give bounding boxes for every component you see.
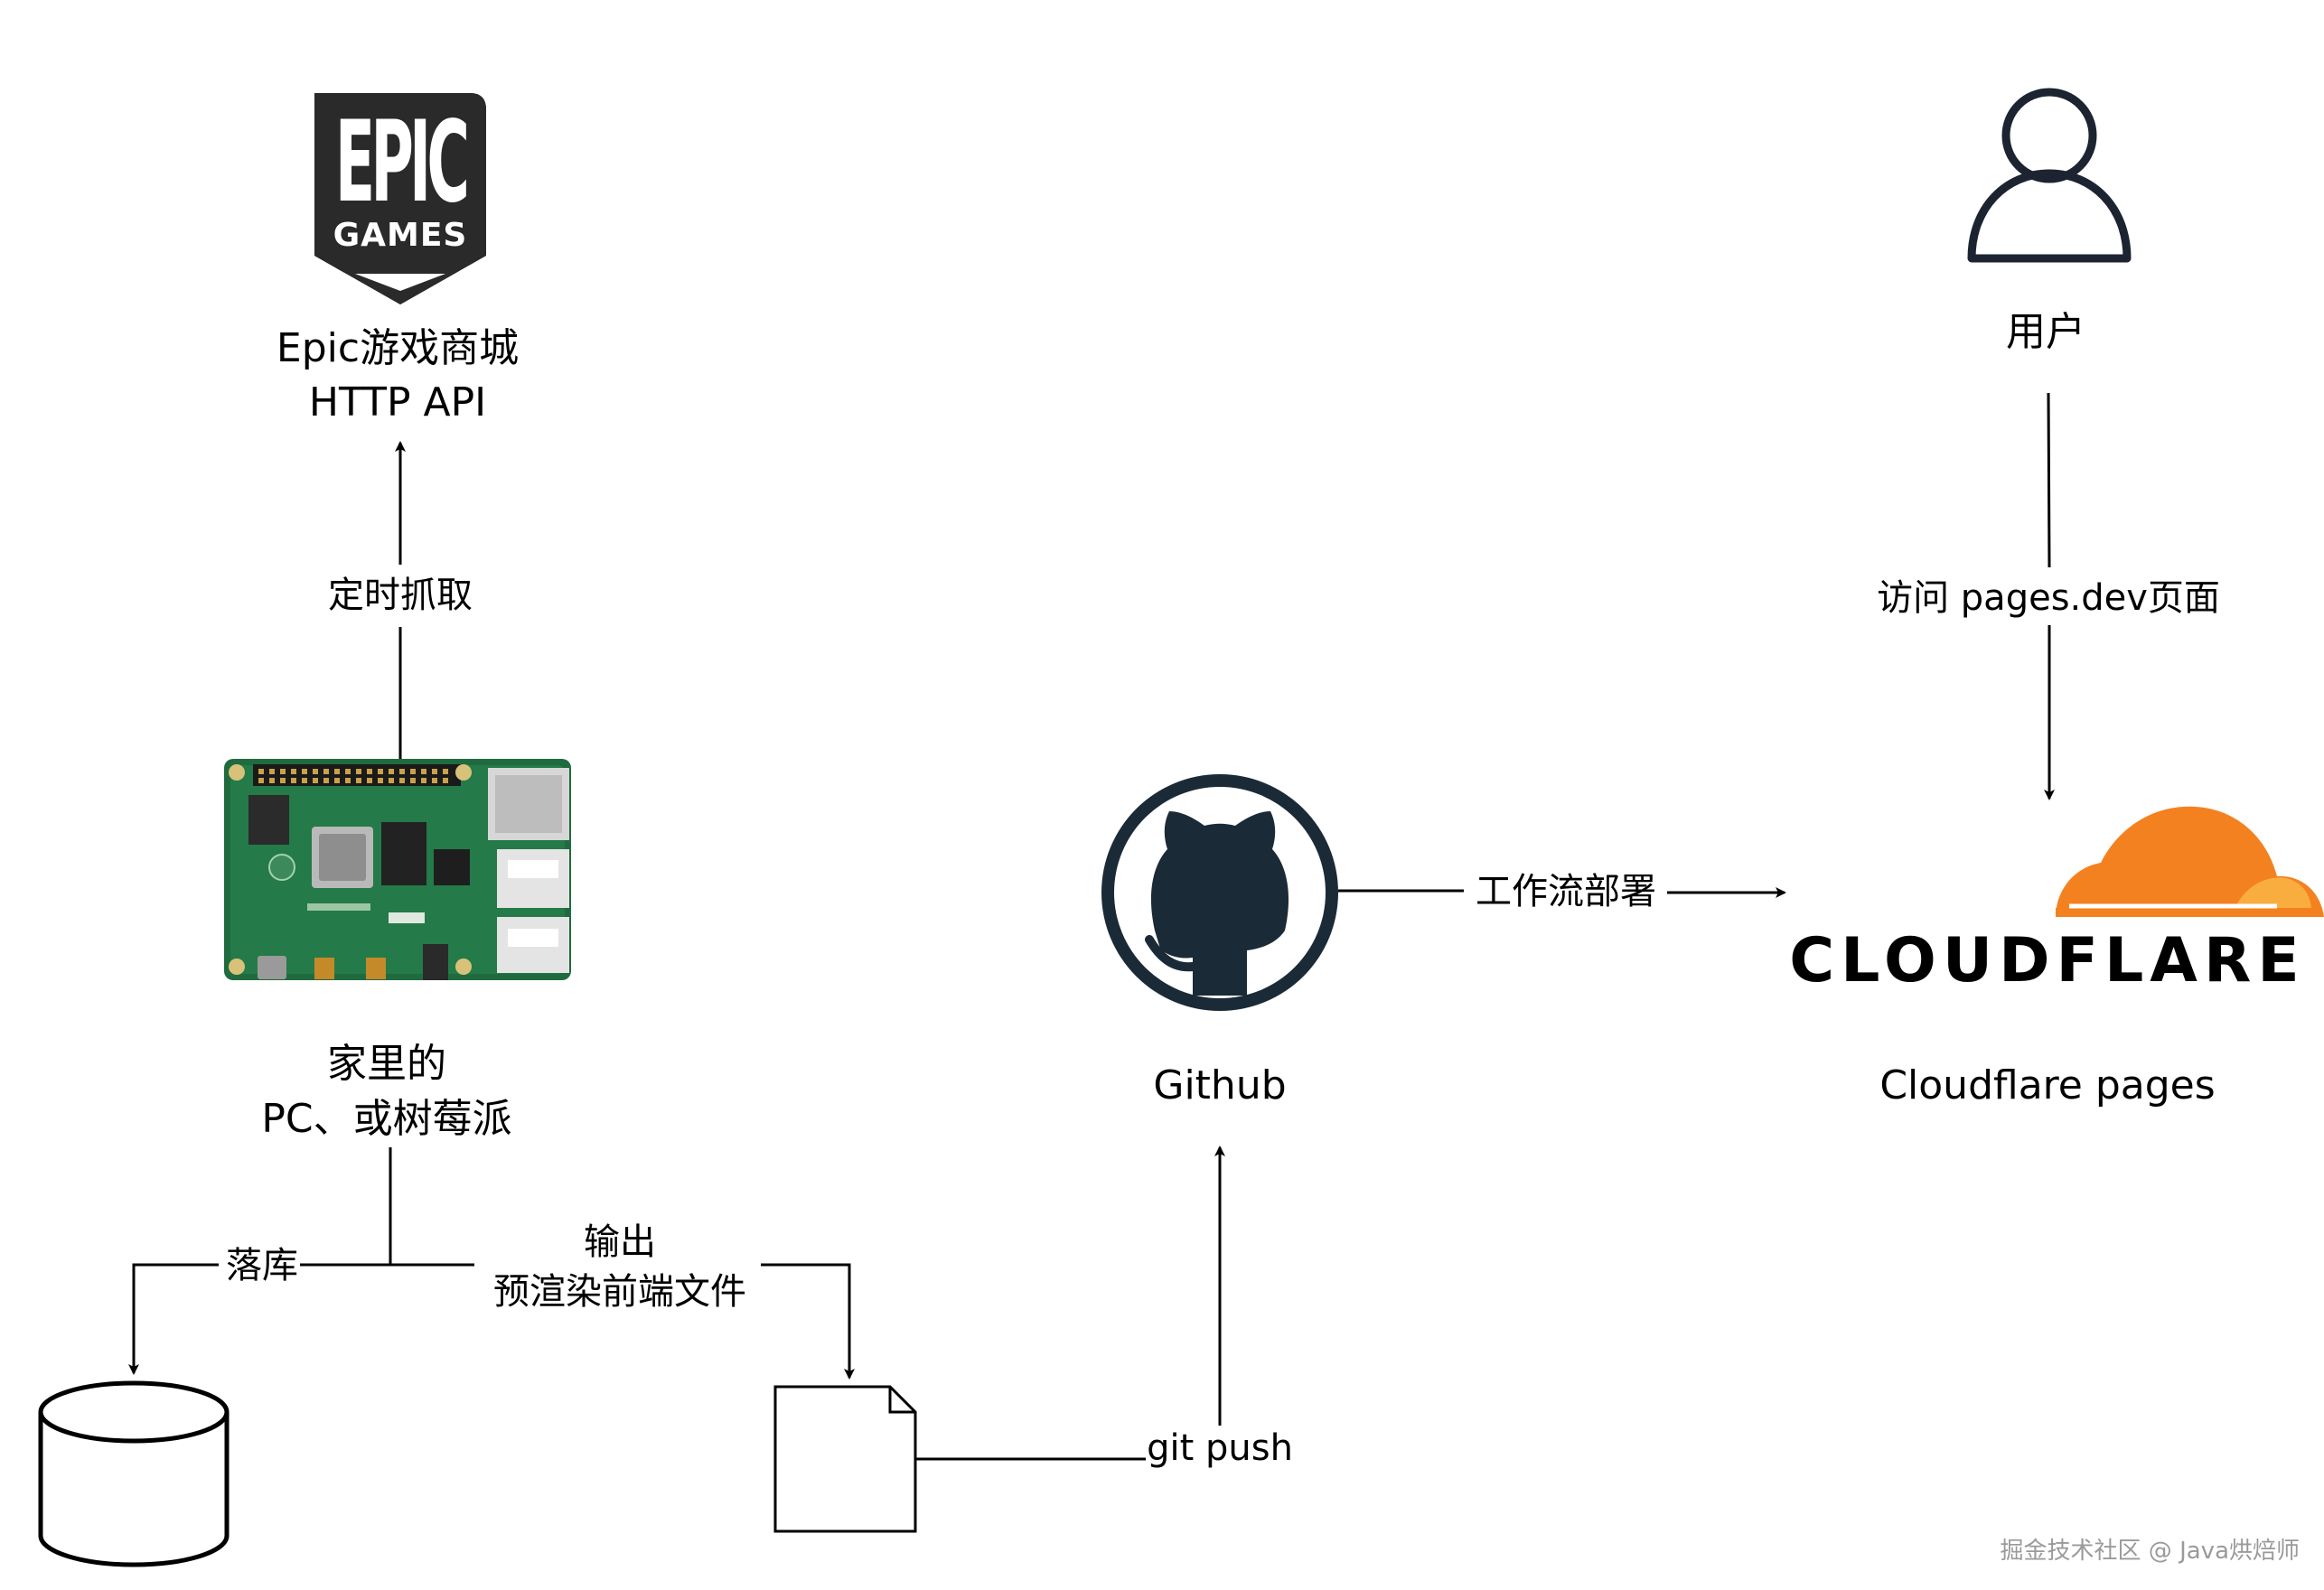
cloudflare-wordmark: CLOUDFLARE (1789, 925, 2306, 996)
github-label: Github (1153, 1062, 1286, 1108)
epic-label-line2: HTTP API (309, 379, 486, 426)
cloudflare-label: Cloudflare pages (1879, 1062, 2215, 1108)
edge-visit-label: 访问 pages.dev页面 (1877, 577, 2220, 619)
raspberry-pi-board-icon (224, 759, 571, 980)
epic-logo-top: EPIC (335, 98, 466, 228)
home-label-line2: PC、或树莓派 (261, 1096, 511, 1142)
edge-deploy-label: 工作流部署 (1476, 871, 1656, 912)
epic-label-line1: Epic游戏商城 (276, 325, 519, 371)
watermark: 掘金技术社区 @ Java烘焙师 (2001, 1538, 2300, 1565)
home-label-line1: 家里的 (327, 1041, 446, 1087)
edge-output-label-line2: 预渲染前端文件 (493, 1271, 746, 1313)
edge-output-right (761, 1263, 855, 1380)
database-cylinder-icon (38, 1380, 230, 1567)
epic-logo-bottom: GAMES (333, 217, 468, 254)
cloudflare-cloud-icon (2056, 806, 2324, 917)
edge-store-left (128, 1263, 219, 1375)
file-document-icon (773, 1385, 917, 1533)
edge-fetch-label: 定时抓取 (328, 575, 473, 616)
edge-output-label-line1: 输出 (584, 1221, 656, 1263)
edge-visit-upper (2047, 392, 2051, 568)
user-label: 用户 (2006, 309, 2085, 355)
edge-git-push-label: git push (1147, 1427, 1293, 1469)
epic-games-logo-icon: EPIC GAMES (314, 93, 486, 304)
user-person-icon (1967, 88, 2132, 263)
github-logo-icon (1101, 774, 1338, 1011)
edge-store-label: 落库 (226, 1245, 298, 1286)
